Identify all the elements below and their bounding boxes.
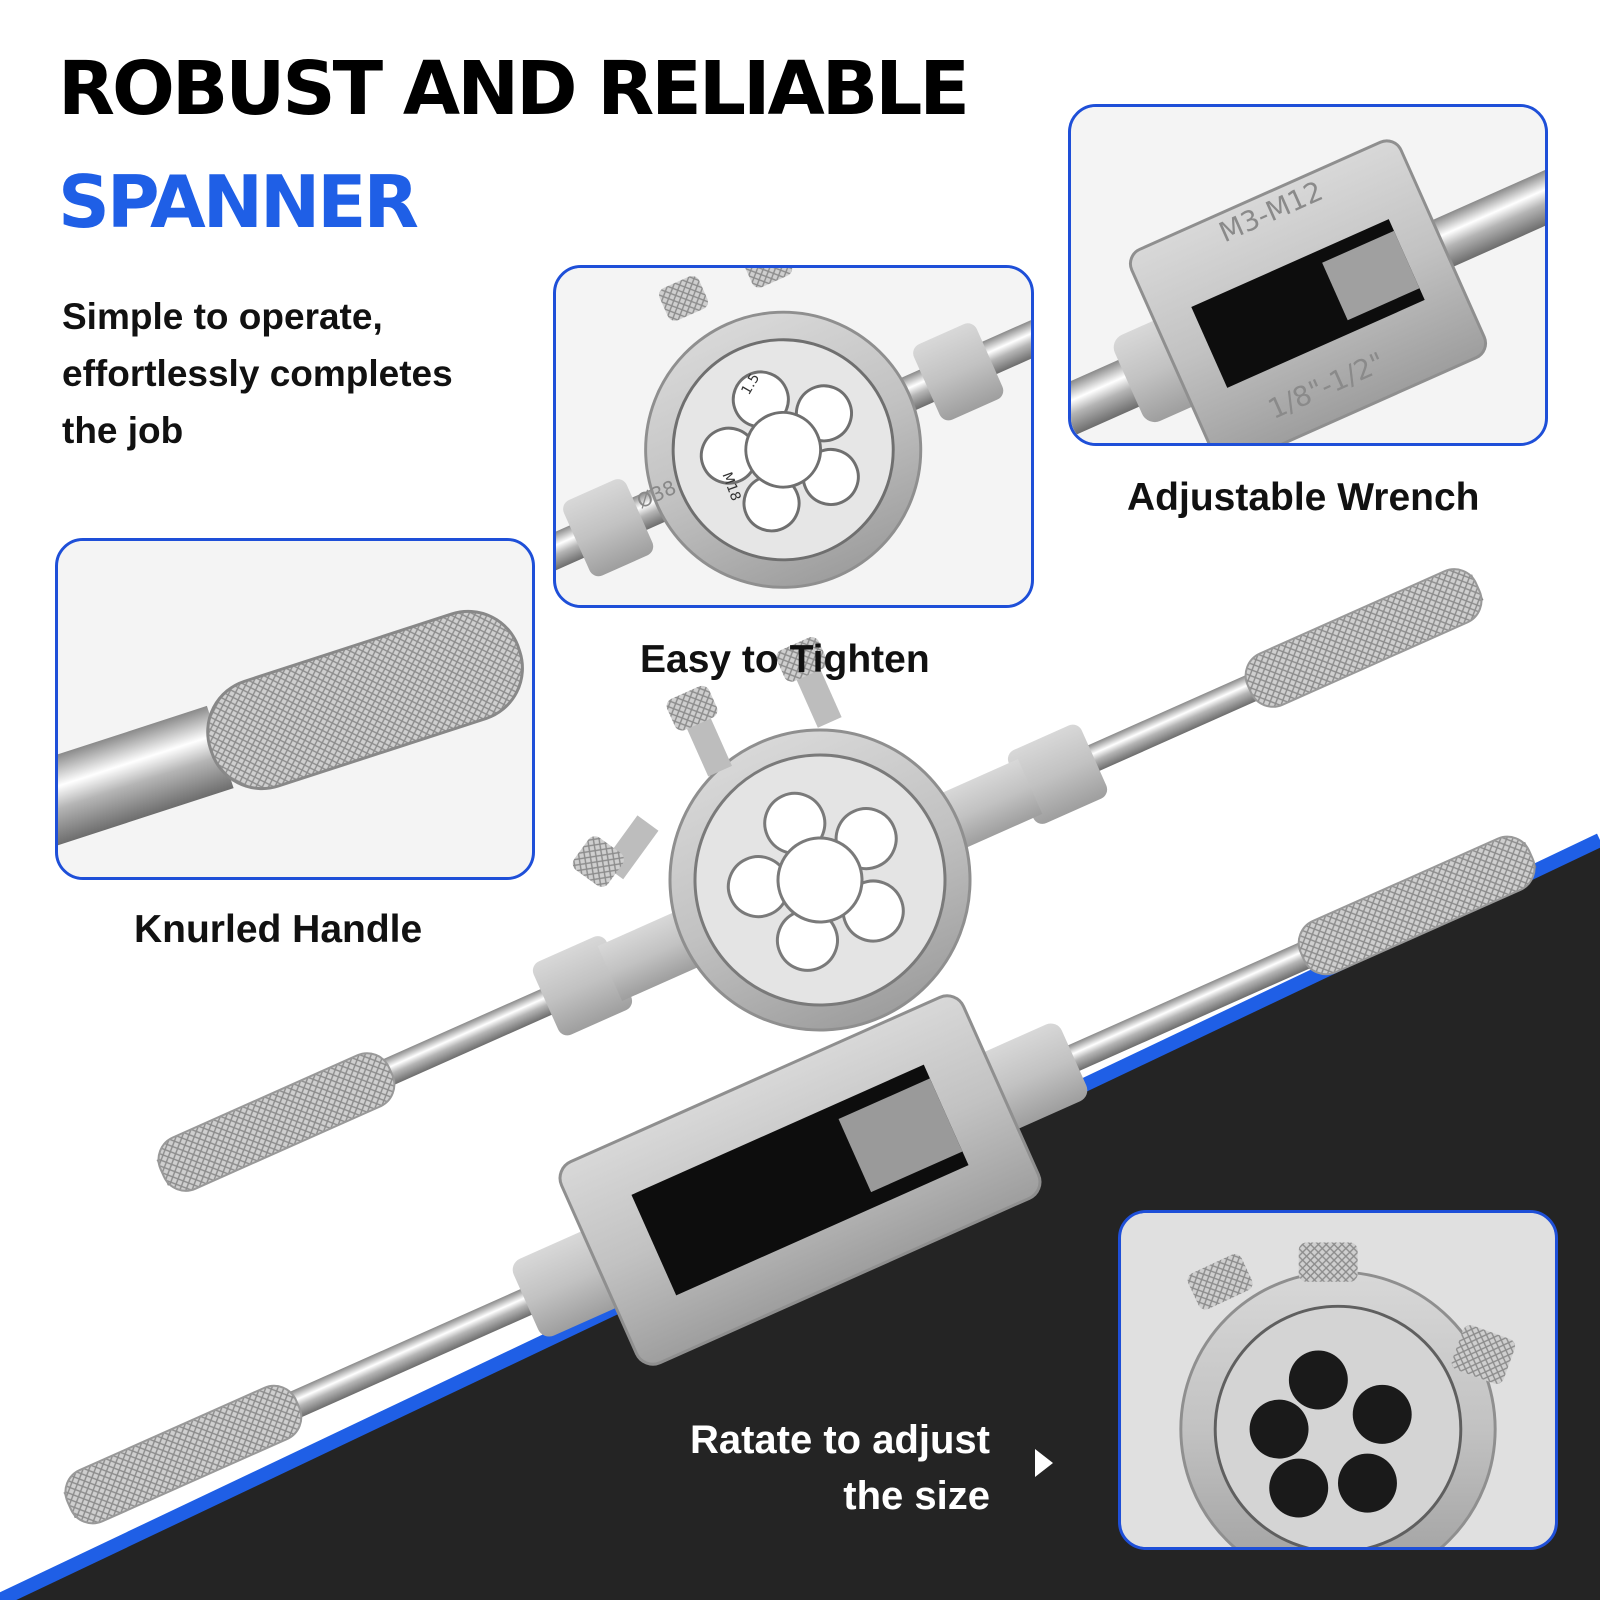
- die-stock-wrench: [156, 568, 1484, 1192]
- knurled-handle-closeup-image: [58, 541, 531, 877]
- headline-line-1: ROBUST AND RELIABLE: [58, 46, 970, 132]
- description-line-1: Simple to operate,: [62, 296, 383, 337]
- adjustable-wrench-panel: M3-M12 1/8"-1/2": [1068, 104, 1548, 446]
- rotate-adjust-panel: [1118, 1210, 1558, 1550]
- description-line-3: the job: [62, 410, 184, 451]
- headline-line-2: SPANNER: [58, 160, 419, 244]
- adjustable-wrench-caption: Adjustable Wrench: [1127, 476, 1480, 519]
- knurled-handle-caption: Knurled Handle: [134, 908, 423, 951]
- description-line-2: effortlessly completes: [62, 353, 453, 394]
- die-stock-closeup-image: Ø38 M18 1.5: [556, 268, 1031, 605]
- die-adjust-closeup-image: [1121, 1213, 1555, 1547]
- product-description: Simple to operate, effortlessly complete…: [62, 288, 532, 459]
- easy-to-tighten-panel: Ø38 M18 1.5: [553, 265, 1034, 608]
- easy-to-tighten-caption: Easy to Tighten: [640, 638, 930, 681]
- play-arrow-icon: [1035, 1449, 1053, 1477]
- adjustable-wrench-closeup-image: M3-M12 1/8"-1/2": [1071, 107, 1545, 443]
- rotate-caption-line-2: the size: [843, 1474, 990, 1518]
- rotate-adjust-caption: Ratate to adjust the size: [630, 1412, 990, 1524]
- tap-wrench: [63, 835, 1537, 1525]
- rotate-caption-line-1: Ratate to adjust: [689, 1418, 990, 1462]
- knurled-handle-panel: [55, 538, 535, 880]
